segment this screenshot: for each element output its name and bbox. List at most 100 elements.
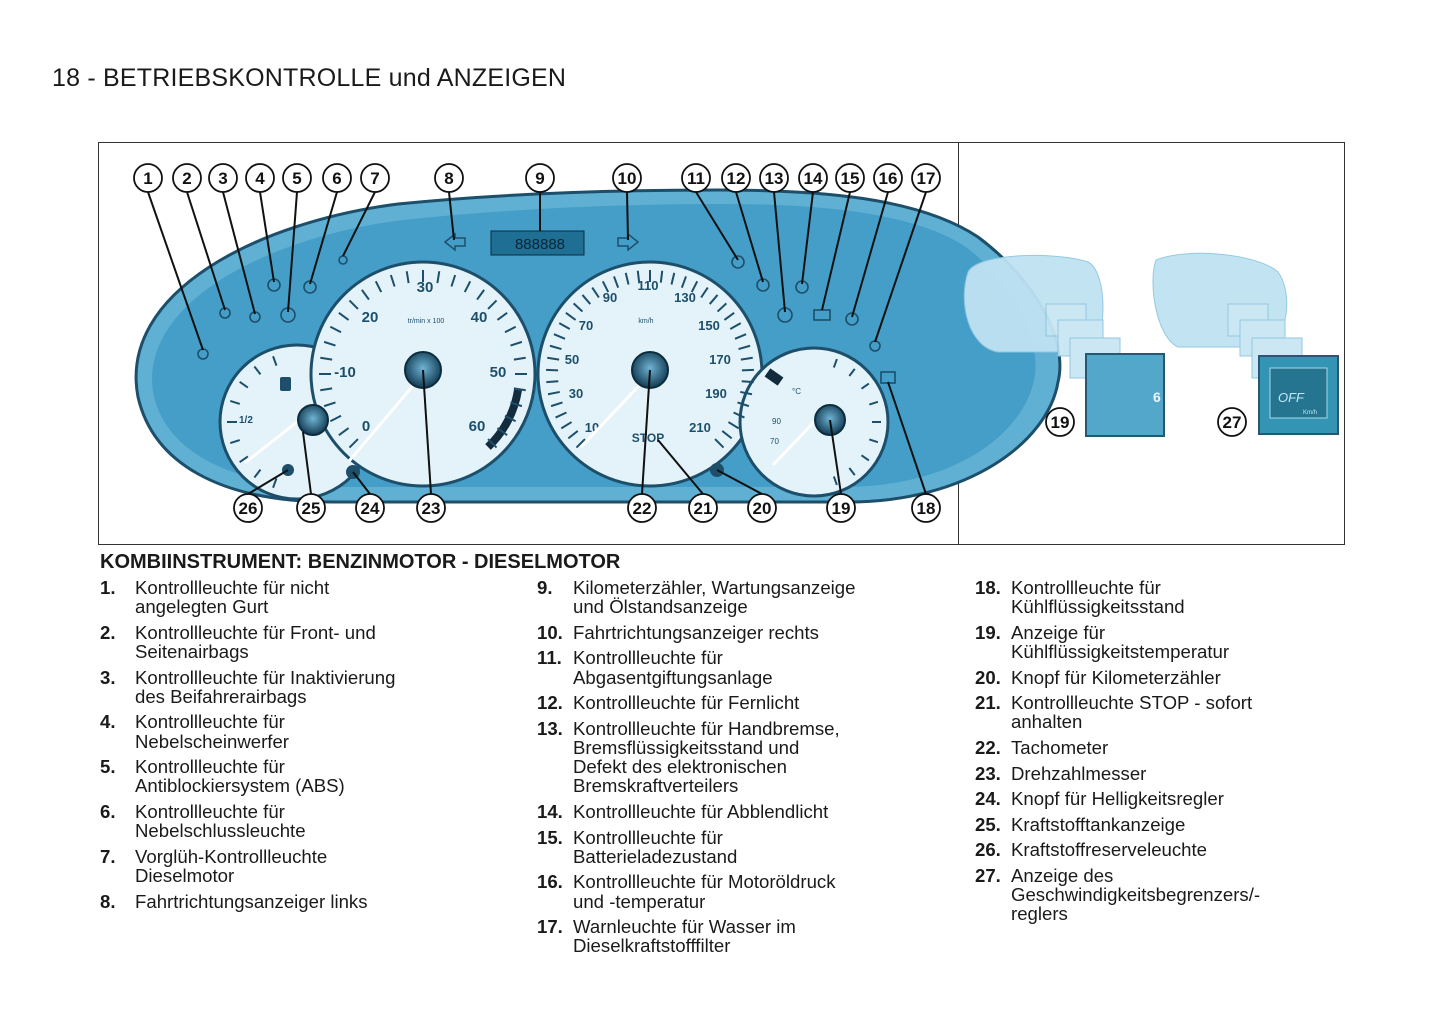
gauge-tick — [361, 289, 370, 301]
odometer-digits: 888888 — [515, 236, 565, 253]
legend-line: Vorglüh-Kontrollleuchte — [135, 845, 328, 867]
callout-number: 23 — [422, 499, 441, 518]
instrument-cluster-figure: 20 30 40 50 60 -10 0 tr/min x 100 10 30 … — [133, 163, 1339, 523]
legend-number: 3. — [100, 666, 116, 688]
callout-marker: 21 — [688, 493, 718, 523]
legend-item: 26.Kraftstoffreserveleuchte — [975, 840, 1415, 859]
gauge-tick — [510, 401, 523, 408]
legend-text: Knopf für Helligkeitsregler — [1011, 789, 1415, 808]
callout-number: 11 — [687, 169, 705, 188]
speed-label-30: 30 — [569, 386, 583, 401]
legend-number: 25. — [975, 813, 1001, 835]
legend-line: Seitenairbags — [135, 641, 249, 662]
legend-line: Kontrollleuchte für Abblendlicht — [573, 800, 829, 822]
gauge-tick — [591, 286, 600, 299]
gauge-tick — [496, 427, 508, 436]
rpm-label-60: 60 — [469, 418, 486, 435]
speed-label-170: 170 — [709, 352, 731, 367]
callout-marker: 4 — [245, 163, 275, 193]
gauge-tick — [253, 468, 262, 479]
gauge-tick — [320, 356, 333, 361]
speed-limiter-off: OFF — [1278, 390, 1305, 405]
legend-line: Dieselmotor — [135, 864, 235, 886]
gauge-tick — [253, 365, 262, 376]
gauge-tick — [549, 344, 562, 350]
gauge-tick — [721, 430, 733, 440]
leader-line — [887, 381, 927, 495]
gauge-tick — [338, 312, 350, 321]
callout-marker: 6 — [322, 163, 352, 193]
gauge-tick — [348, 299, 359, 310]
gauge-tick — [320, 387, 333, 392]
legend-line: Dieselkraftstofffilter — [573, 935, 731, 957]
leader-line — [448, 191, 455, 241]
svg-text:-10: -10 — [334, 364, 356, 381]
speed-limiter-unit: Km/h — [1303, 410, 1317, 416]
leader-line — [302, 431, 312, 495]
leader-line — [851, 191, 889, 318]
legend-line: Kilometerzähler, Wartungsanzeige — [573, 577, 856, 598]
callout-marker: 18 — [911, 493, 941, 523]
gauge-tick — [513, 387, 526, 392]
legend-line: Tachometer — [1011, 736, 1109, 758]
callout-number: 7 — [370, 169, 379, 188]
leader-line — [287, 191, 298, 313]
leader-line — [695, 191, 739, 261]
legend-number: 2. — [100, 621, 116, 643]
gauge-tick — [272, 355, 278, 366]
legend-line: und Ölstandsanzeige — [573, 596, 748, 618]
legend-line: Nebelschlussleuchte — [135, 820, 306, 842]
callout-number: 19 — [1051, 413, 1070, 432]
callout-number: 18 — [917, 499, 936, 518]
legend-line: Abgasentgiftungsanlage — [573, 666, 773, 688]
page-title: 18 - BETRIEBSKONTROLLE und ANZEIGEN — [52, 64, 567, 92]
gauge-tick — [708, 294, 719, 305]
svg-text:6: 6 — [1153, 389, 1161, 405]
gauge-tick — [848, 368, 856, 377]
leader-line — [829, 419, 842, 495]
callout-number: 8 — [444, 169, 453, 188]
fuel-pump-icon — [280, 377, 291, 391]
legend-item: 12.Kontrollleuchte für Fernlicht — [537, 693, 957, 712]
gauge-tick — [389, 274, 396, 287]
callout-marker: 1 — [133, 163, 163, 193]
legend-text: Fahrtrichtungsanzeiger links — [135, 891, 510, 911]
callout-marker: 17 — [911, 163, 941, 193]
legend-number: 13. — [537, 717, 563, 739]
gauge-tick — [513, 356, 526, 361]
gauge-tick — [729, 322, 742, 330]
legend-line: Nebelscheinwerfer — [135, 730, 289, 752]
legend-line: Kontrollleuchte STOP - sofort — [1011, 692, 1253, 714]
gauge-tick — [239, 455, 249, 463]
callout-marker: 5 — [282, 163, 312, 193]
gauge-tick — [476, 289, 485, 301]
gauge-tick — [272, 478, 278, 489]
callout-number: 9 — [535, 169, 544, 188]
gauge-tick — [229, 439, 241, 445]
leader-line — [821, 191, 851, 311]
legend-number: 17. — [537, 916, 563, 938]
temp-label-90: 90 — [772, 417, 781, 426]
rpm-label-40: 40 — [471, 309, 488, 326]
gauge-tick — [714, 438, 725, 449]
leader-line — [641, 369, 651, 495]
gauge-tick — [738, 344, 751, 350]
gauge-tick — [323, 340, 336, 347]
gauge-tick — [558, 322, 571, 330]
gauge-tick — [869, 400, 879, 406]
legend-line: Kontrollleuchte für — [135, 756, 285, 778]
gauge-tick — [741, 380, 754, 384]
callout-number: 15 — [841, 169, 860, 188]
legend-line: Drehzahlmesser — [1011, 762, 1147, 784]
callout-marker: 14 — [798, 163, 828, 193]
